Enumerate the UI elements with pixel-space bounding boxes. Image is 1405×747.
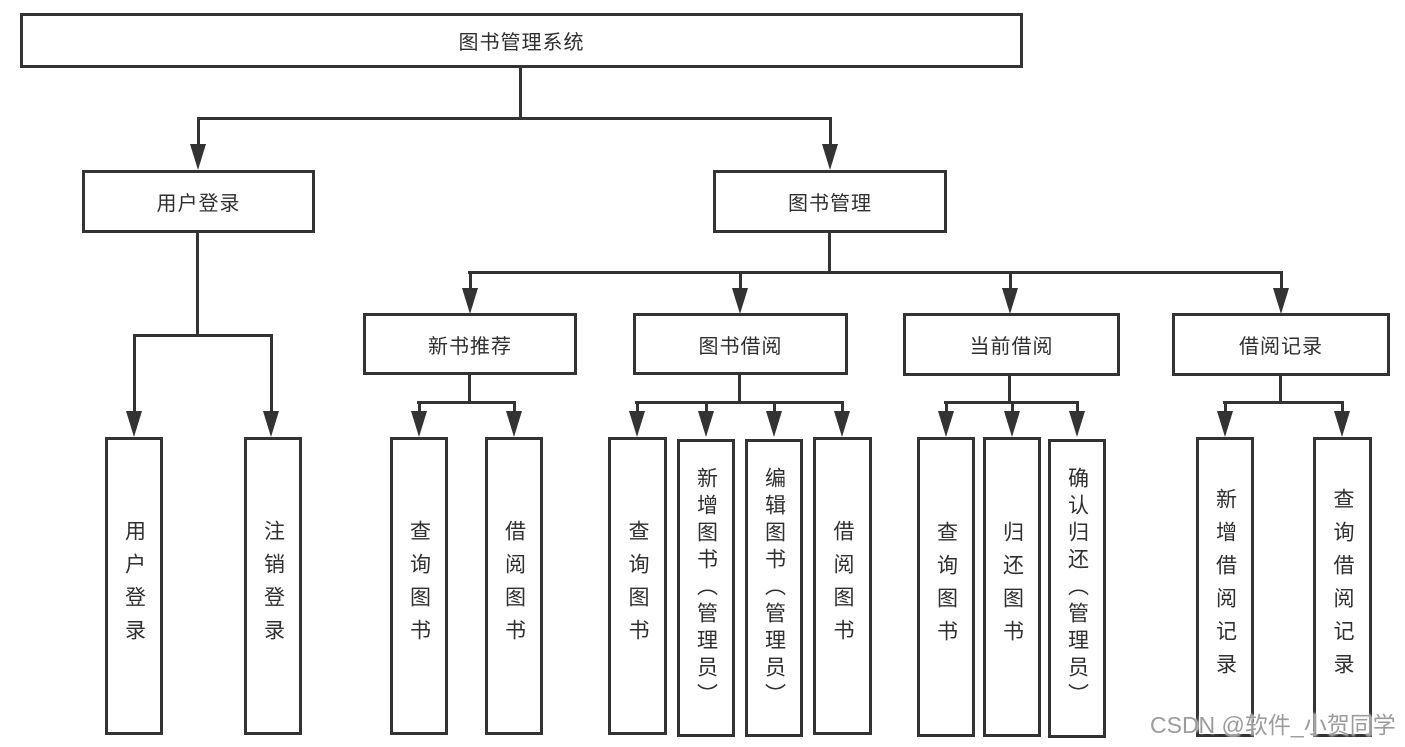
node-label: 用户登录: [156, 193, 241, 215]
arrow-to-add-borrow-record: [1217, 402, 1233, 437]
arrow-to-book-management: [822, 119, 838, 170]
node-label: 图书借阅: [698, 335, 783, 358]
arrow-to-leaf-logout: [263, 335, 279, 437]
leaf-label: 借阅图书: [831, 520, 854, 652]
leaf-label: 查询图书: [934, 521, 958, 653]
node-library-management-system: 图书管理系统: [20, 13, 1023, 68]
arrow-to-borrow-book-2: [834, 402, 850, 437]
arrow-to-add-book: [698, 402, 714, 437]
leaf-label: 归还图书: [1000, 521, 1024, 653]
leaf-label: 查询图书: [407, 520, 431, 652]
leaf-confirm-return-admin: 确认归还（管理员）: [1048, 439, 1106, 738]
node-label: 当前借阅: [969, 336, 1054, 358]
connector-user-login-rail: [133, 334, 273, 337]
connector-new-book-recommend-rail: [417, 401, 516, 404]
connector-new-book-recommend-stem: [468, 375, 471, 404]
node-book-borrow: 图书借阅: [633, 313, 848, 375]
leaf-logout: 注销登录: [244, 437, 302, 735]
leaf-query-book-2: 查询图书: [608, 437, 667, 735]
arrow-to-book-borrow: [732, 272, 748, 314]
arrow-to-confirm-return: [1069, 402, 1085, 437]
connector-current-borrow-stem: [1008, 376, 1011, 404]
leaf-add-book-admin: 新增图书（管理员）: [677, 439, 735, 737]
connector-book-management-stem: [828, 233, 831, 273]
connector-level2-rail: [197, 117, 832, 120]
leaf-label: 用户登录: [122, 520, 146, 652]
connector-borrow-records-rail: [1223, 401, 1344, 404]
csdn-watermark: CSDN @软件_小贺同学: [1150, 712, 1396, 738]
arrow-to-user-login: [190, 119, 206, 170]
node-label: 图书管理: [788, 193, 872, 215]
node-label: 图书管理系统: [458, 32, 585, 54]
leaf-query-borrow-record: 查询借阅记录: [1313, 437, 1372, 737]
node-user-login: 用户登录: [82, 170, 315, 233]
arrow-to-edit-book: [766, 402, 782, 437]
leaf-label: 查询借阅记录: [1331, 488, 1354, 686]
leaf-label: 注销登录: [261, 520, 285, 652]
arrow-to-borrow-records: [1273, 272, 1289, 314]
leaf-label: 新增借阅记录: [1213, 488, 1237, 686]
node-current-borrow: 当前借阅: [903, 313, 1120, 376]
leaf-label: 编辑图书（管理员）: [762, 466, 786, 710]
connector-book-borrow-stem: [738, 375, 741, 404]
arrow-to-return-book: [1004, 402, 1020, 437]
arrow-to-current-borrow: [1002, 272, 1018, 314]
node-book-management: 图书管理: [713, 170, 947, 233]
connector-user-login-stem: [196, 233, 199, 336]
node-label: 借阅记录: [1239, 336, 1323, 358]
leaf-edit-book-admin: 编辑图书（管理员）: [745, 439, 803, 737]
leaf-label: 新增图书（管理员）: [694, 466, 718, 710]
arrow-to-leaf-user-login: [126, 335, 142, 437]
leaf-label: 确认归还（管理员）: [1065, 467, 1089, 710]
connector-book-borrow-rail: [635, 401, 844, 404]
leaf-query-book-1: 查询图书: [390, 437, 448, 735]
arrow-to-query-borrow-record: [1334, 402, 1350, 437]
leaf-query-book-3: 查询图书: [917, 437, 975, 737]
connector-level3-rail: [468, 271, 1283, 274]
arrow-to-borrow-book-1: [506, 402, 522, 437]
leaf-borrow-book-2: 借阅图书: [813, 437, 872, 735]
arrow-to-query-book-1: [411, 402, 427, 437]
node-new-book-recommend: 新书推荐: [363, 313, 577, 375]
connector-borrow-records-stem: [1279, 376, 1282, 404]
node-borrow-records: 借阅记录: [1172, 313, 1390, 376]
leaf-return-book: 归还图书: [983, 437, 1041, 737]
arrow-to-new-book-recommend: [462, 272, 478, 314]
leaf-borrow-book-1: 借阅图书: [485, 437, 543, 735]
arrow-to-query-book-3: [938, 402, 954, 437]
connector-root-stem: [519, 68, 522, 119]
leaf-user-login: 用户登录: [105, 437, 163, 735]
arrow-to-query-book-2: [629, 402, 645, 437]
leaf-label: 查询图书: [626, 520, 649, 652]
leaf-add-borrow-record: 新增借阅记录: [1196, 437, 1254, 737]
node-label: 新书推荐: [428, 335, 512, 358]
leaf-label: 借阅图书: [502, 520, 526, 652]
